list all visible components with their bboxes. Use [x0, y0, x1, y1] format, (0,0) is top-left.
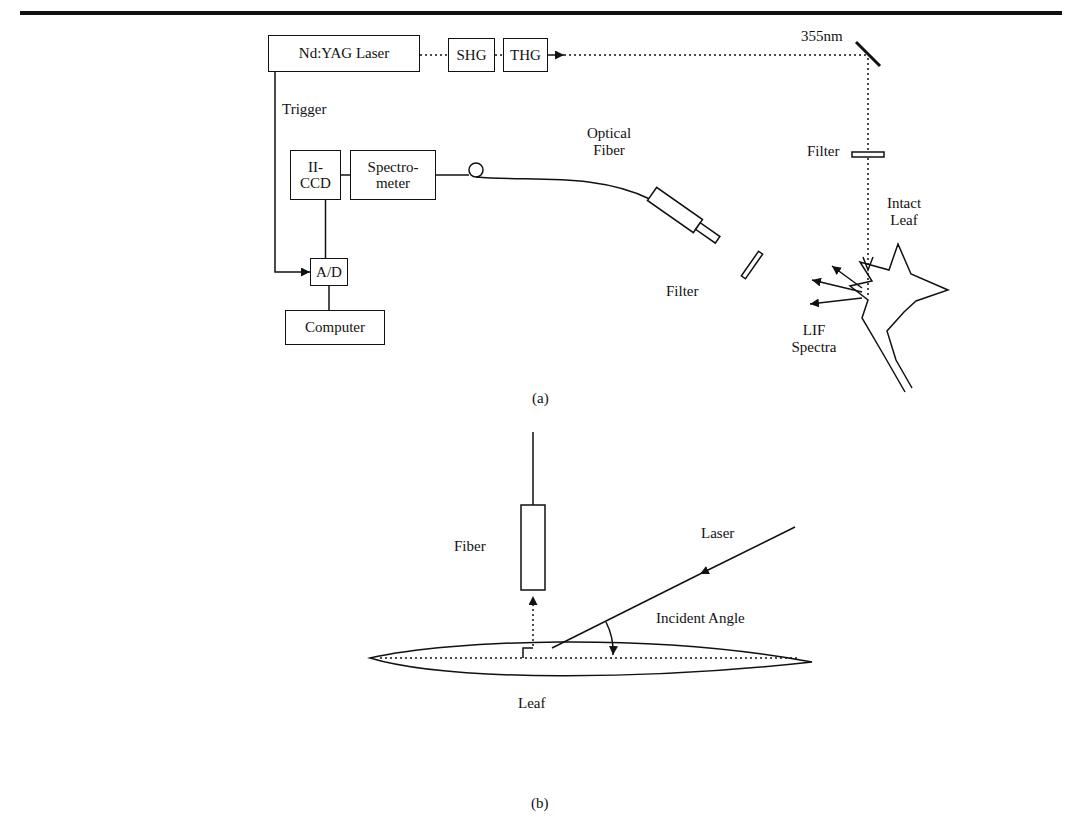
- box-label: Nd:YAG Laser: [297, 45, 391, 62]
- computer-box: Computer: [285, 310, 385, 345]
- laser-label: Laser: [700, 525, 735, 542]
- leaf-midline: [380, 657, 800, 659]
- spectra-label: LIF Spectra: [784, 322, 844, 355]
- spectrometer-box: Spectro- meter: [350, 150, 436, 200]
- fluorescence-arrow: [832, 266, 862, 288]
- laser-box: Nd:YAG Laser: [268, 35, 420, 72]
- fiber-coil: [469, 163, 483, 177]
- fiber-tube: [521, 505, 545, 590]
- fiber-probe: [647, 187, 722, 246]
- connector-line: [341, 174, 350, 176]
- leaf-label: Leaf: [517, 695, 546, 712]
- connector-line: [328, 286, 330, 310]
- angle-arc: [606, 622, 613, 655]
- fiber-label: Optical Fiber: [580, 125, 638, 158]
- leaf-label: Intact Leaf: [878, 195, 930, 228]
- shg-box: SHG: [448, 38, 495, 72]
- wavelength-label: 355nm: [800, 28, 844, 45]
- emission-arrow: [532, 596, 534, 646]
- connector-line: [420, 54, 448, 56]
- laser-beam: [564, 54, 866, 56]
- converter-box: A/D: [310, 258, 348, 286]
- fluorescence-arrow: [810, 298, 862, 304]
- beam-arrow: [548, 54, 564, 56]
- panel-label: (a): [531, 390, 550, 407]
- fiber-cable: [532, 432, 534, 505]
- connector-line: [325, 200, 327, 258]
- detector-box: II- CCD: [290, 150, 341, 200]
- signal-label: Trigger: [281, 101, 327, 118]
- box-label: Spectro- meter: [351, 159, 435, 192]
- thg-box: THG: [503, 38, 548, 72]
- mirror: [856, 42, 880, 66]
- filter-label: Filter: [806, 143, 841, 160]
- filter-plate: [852, 152, 884, 157]
- optical-fiber: [476, 177, 652, 200]
- top-rule: [20, 11, 1062, 15]
- leaf-section: [370, 642, 812, 676]
- box-label: A/D: [314, 264, 344, 281]
- connector-line: [495, 54, 503, 56]
- box-label: II- CCD: [291, 159, 340, 192]
- panel-label: (b): [530, 795, 550, 812]
- fiber-label: Fiber: [453, 538, 487, 555]
- box-label: SHG: [454, 47, 488, 64]
- filter-plate: [741, 251, 762, 278]
- intact-leaf: [850, 244, 948, 392]
- filter-label: Filter: [665, 283, 700, 300]
- right-angle-mark: [523, 648, 533, 658]
- box-label: THG: [508, 47, 543, 64]
- box-label: Computer: [303, 319, 367, 336]
- angle-label: Incident Angle: [655, 610, 746, 627]
- laser-beam: [867, 58, 869, 298]
